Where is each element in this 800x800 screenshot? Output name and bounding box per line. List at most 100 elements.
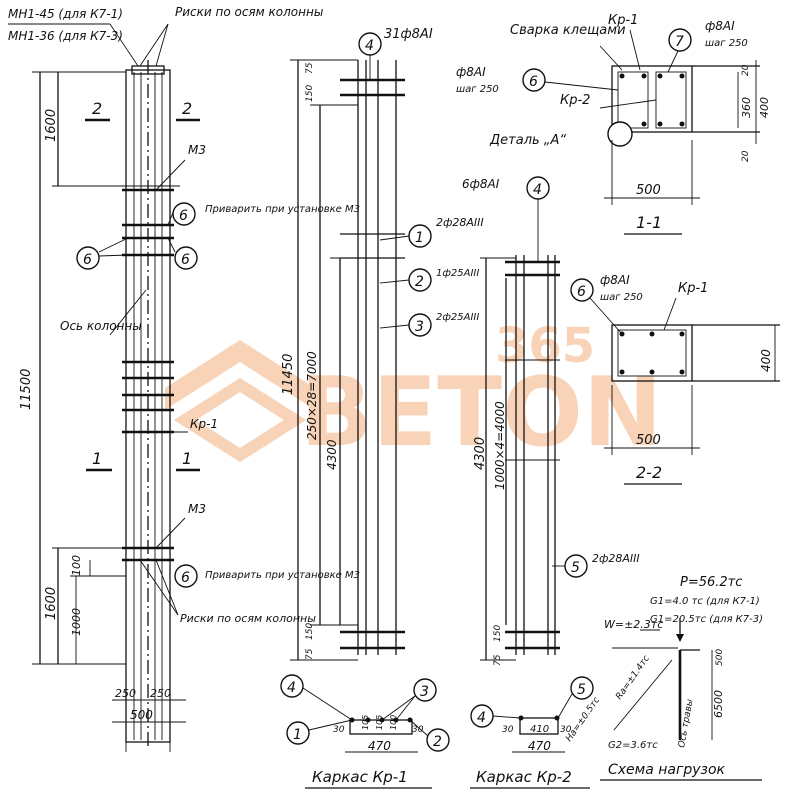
section11-caption: 1-1	[636, 213, 662, 232]
kr1-sec-100: 100	[389, 715, 398, 730]
svg-text:2: 2	[433, 734, 442, 750]
section22-cage	[617, 329, 687, 377]
section-2-2: 6 ф8AI шаг 250 Кр-1 400 500 2-2	[570, 273, 780, 485]
load-dim-500: 500	[715, 649, 725, 666]
load-g2: G2=3.6тс	[608, 740, 658, 751]
svg-text:1: 1	[293, 727, 302, 743]
top-note-2: МН1-36 (для К7-3)	[8, 29, 123, 43]
load-ra: Rа=±1.4тс	[614, 654, 652, 702]
section11-stirrup-r: ф8AI	[705, 19, 735, 33]
leader-line	[492, 715, 521, 719]
section-2-left: 2	[92, 99, 102, 118]
section22-caption: 2-2	[636, 463, 662, 482]
leader-line	[379, 324, 410, 329]
section-2-right: 2	[182, 99, 192, 118]
leader-line	[302, 687, 353, 721]
detail-a-circle	[607, 121, 633, 147]
leader-line	[379, 279, 410, 284]
leader-line	[381, 695, 416, 721]
load-dim-6500: 6500	[712, 690, 725, 718]
kr1-dim-7000: 250×28=7000	[305, 351, 319, 440]
top-note-1: МН1-45 (для К7-1)	[8, 7, 123, 21]
m3-top-label: М3	[188, 143, 206, 157]
section11-outline	[611, 65, 693, 133]
bubble-1	[286, 721, 310, 745]
load-arrow-ra	[613, 659, 673, 731]
kr1-label: Кр-1	[190, 417, 218, 431]
weld-note-bottom: Приварить при установке М3	[205, 570, 360, 581]
leader-line	[155, 159, 186, 191]
leader-line	[667, 50, 679, 73]
leader-line	[98, 237, 129, 253]
leader-line	[379, 235, 410, 241]
kr2-caption: Каркас Кр-2	[476, 768, 572, 786]
section11-kr1	[617, 71, 649, 129]
leader-line	[599, 99, 657, 109]
kr1-sec-105b: 105	[375, 715, 384, 730]
kr2-bar6-spec: 6ф8AI	[462, 177, 500, 191]
kr2-section-outline	[519, 717, 559, 735]
kr1-dim-75-bot: 75	[305, 648, 315, 660]
kr1-caption: Каркас Кр-1	[312, 768, 408, 786]
section11-step-l: шаг 250	[456, 84, 499, 95]
bubble-7	[668, 28, 692, 52]
load-g1a: G1=4.0 тс (для К7-1)	[650, 596, 760, 607]
load-g1b: G1=20.5тс (для К7-3)	[650, 614, 763, 625]
section-1-right: 1	[182, 449, 192, 468]
kr2-dim-150: 150	[493, 625, 503, 642]
svg-text:6: 6	[577, 284, 586, 300]
section11-detail: Деталь „А“	[489, 133, 566, 148]
svg-text:4: 4	[287, 680, 296, 696]
kr1-bar4-spec: 31ф8AI	[384, 27, 433, 42]
watermark: BETON 365	[165, 318, 662, 468]
kr2-sec-30b: 30	[560, 725, 572, 735]
leader-line	[167, 237, 176, 253]
leader-line	[155, 559, 179, 616]
leader-line	[308, 719, 353, 731]
bubble-2	[426, 728, 450, 752]
leader-line	[629, 29, 641, 71]
watermark-text: BETON	[300, 358, 662, 468]
load-ha: Hа=±0.5тс	[564, 695, 602, 743]
dim-w1: 250	[115, 687, 136, 700]
kr1-sec-30a: 30	[333, 725, 345, 735]
m3-bottom-label: М3	[188, 502, 206, 516]
bubble-5	[570, 676, 594, 700]
leader-line	[599, 45, 623, 71]
section11-kr1: Кр-1	[608, 13, 638, 28]
load-w: W=±2.3тс	[604, 618, 663, 631]
leader-line	[557, 693, 573, 719]
leader-line	[139, 23, 169, 67]
kr2-dim-4000: 1000×4=4000	[493, 401, 507, 490]
leader-line	[544, 81, 619, 91]
kr1-dim-75-top: 75	[305, 62, 315, 74]
kr1-bar3-spec: 2ф25AIII	[436, 312, 479, 323]
kr2-dim-75: 75	[493, 654, 503, 666]
leader-line	[139, 559, 179, 616]
column-cap-plate	[131, 65, 165, 75]
bubble-6-label: 6	[181, 252, 190, 268]
leader-line	[395, 695, 416, 721]
dim-top: 1600	[44, 109, 59, 142]
kr1-dim-4300: 4300	[325, 439, 339, 470]
section22-dim-400: 400	[759, 349, 773, 372]
section22-stirrup: ф8AI	[600, 273, 630, 287]
kr1-sec-30b: 30	[412, 725, 424, 735]
kr1-dim-11450: 11450	[281, 354, 296, 395]
section11-stirrup-l: ф8AI	[456, 65, 486, 79]
svg-text:4: 4	[533, 182, 542, 198]
bubble-6	[570, 278, 594, 302]
kr1-dim-150-bot: 150	[305, 623, 315, 640]
dim-100: 100	[70, 555, 83, 576]
svg-text:4: 4	[477, 710, 486, 726]
section11-dim-20a: 20	[741, 64, 751, 76]
leader-line	[155, 517, 186, 549]
svg-text:3: 3	[420, 684, 429, 700]
kr1-section-bar	[365, 717, 371, 723]
section11-weld: Сварка клещами	[510, 23, 626, 38]
kr2-section-bar	[518, 715, 524, 721]
cage-kr1: 4 31ф8AI 1 2ф28AIII 2 1ф25AIII 3 2ф25AII…	[280, 27, 484, 789]
svg-text:1: 1	[415, 230, 424, 246]
leader-line	[155, 23, 169, 67]
bubble-6-label: 6	[181, 570, 190, 586]
